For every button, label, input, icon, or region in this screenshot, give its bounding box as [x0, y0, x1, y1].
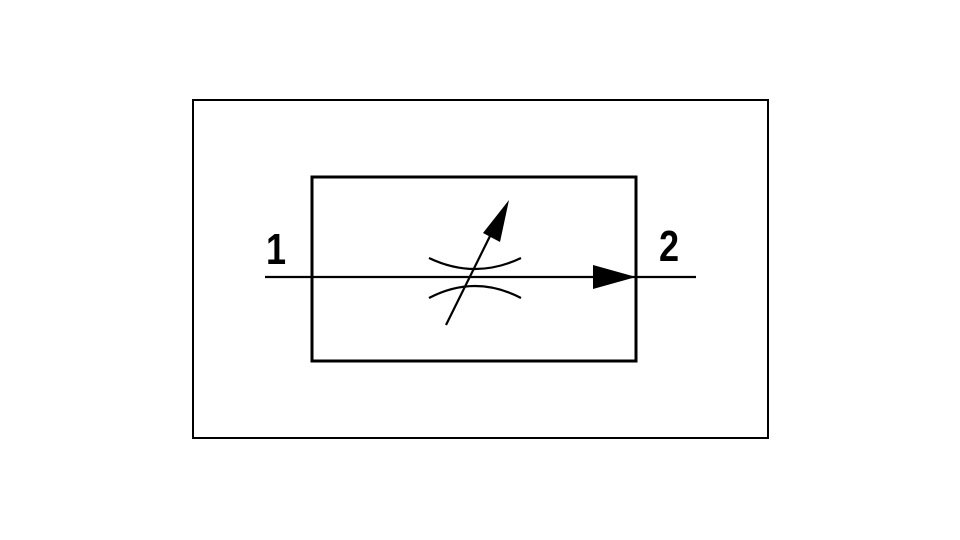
throttle-upper-curve [428, 257, 522, 271]
outlet-port-label: 2 [659, 222, 680, 271]
outer-frame [192, 99, 769, 439]
adjustment-arrow-shaft [445, 229, 494, 326]
adjustment-arrowhead [483, 200, 509, 242]
flow-arrowhead [593, 265, 636, 289]
throttle-lower-curve [428, 284, 522, 299]
inlet-port-label: 1 [266, 225, 287, 274]
valve-body [310, 175, 638, 363]
